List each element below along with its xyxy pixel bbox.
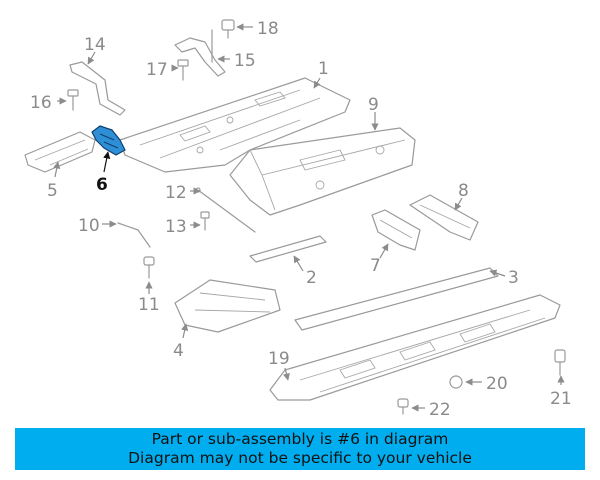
part-4-panel — [174, 279, 281, 333]
callout-12: 12 — [165, 183, 187, 203]
part-15-bracket — [174, 29, 226, 77]
callout-8: 8 — [458, 181, 469, 201]
part-6-highlighted-bracket — [91, 125, 126, 156]
callout-15: 15 — [234, 51, 256, 71]
part-7-bracket — [371, 209, 421, 251]
part-20-nut — [449, 375, 463, 389]
callout-19: 19 — [268, 349, 290, 369]
callout-3: 3 — [508, 268, 519, 288]
callout-21: 21 — [550, 389, 572, 409]
callout-18: 18 — [257, 19, 279, 39]
part-19-floor-frame — [269, 294, 561, 401]
part-2-rail — [249, 235, 327, 263]
callout-5: 5 — [47, 181, 58, 201]
callout-20: 20 — [486, 374, 508, 394]
banner-line-2: Diagram may not be specific to your vehi… — [128, 449, 472, 467]
part-18-clip — [221, 19, 235, 39]
callout-13: 13 — [165, 217, 187, 237]
leader-lines — [53, 23, 565, 412]
callout-10: 10 — [78, 216, 100, 236]
callout-labels: 1 2 3 4 5 6 7 8 9 10 11 12 13 14 15 16 1… — [30, 19, 572, 420]
part-14-bracket — [69, 61, 126, 116]
callout-2: 2 — [306, 268, 317, 288]
callout-9: 9 — [368, 95, 379, 115]
part-13-bolt — [200, 211, 210, 231]
part-3-sill — [294, 267, 499, 331]
part-5-reinforcement — [24, 131, 96, 173]
part-16-bolt — [67, 89, 79, 111]
part-8-bracket — [409, 194, 479, 241]
part-21-bolt — [554, 349, 566, 376]
part-17-bolt — [177, 59, 189, 81]
callout-22: 22 — [429, 400, 451, 420]
part-9-tunnel — [229, 127, 416, 216]
info-banner: Part or sub-assembly is #6 in diagram Di… — [15, 428, 585, 470]
callout-11: 11 — [138, 295, 160, 315]
part-10-strip — [117, 222, 151, 248]
callout-7: 7 — [370, 256, 381, 276]
callout-6: 6 — [96, 175, 108, 195]
callout-14: 14 — [84, 35, 106, 55]
banner-line-1: Part or sub-assembly is #6 in diagram — [151, 430, 449, 448]
callout-1: 1 — [318, 59, 329, 79]
callout-16: 16 — [30, 93, 52, 113]
part-11-bolt — [143, 256, 155, 279]
parts-diagram: 1 2 3 4 5 6 7 8 9 10 11 12 13 14 15 16 1… — [24, 19, 572, 420]
part-22-bolt — [397, 398, 409, 415]
callout-17: 17 — [146, 60, 168, 80]
callout-4: 4 — [173, 341, 184, 361]
